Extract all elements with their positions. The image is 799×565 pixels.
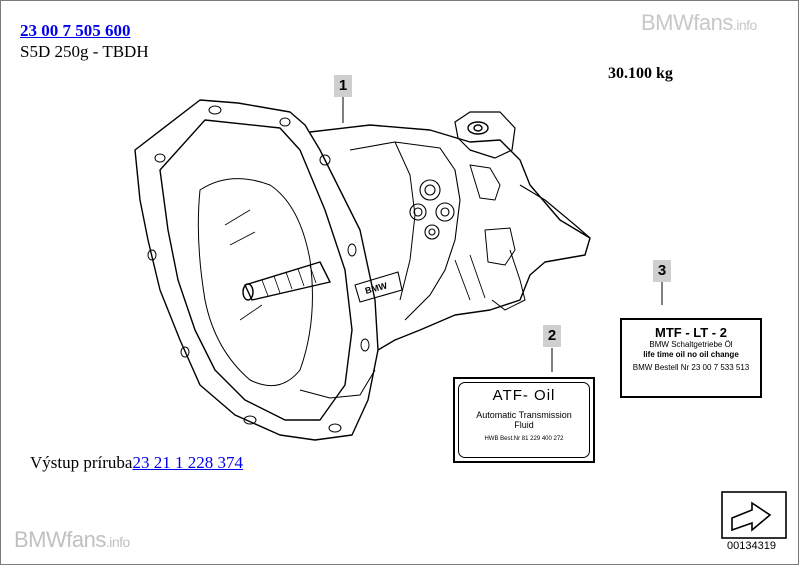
output-flange-row: Výstup príruba23 21 1 228 374 (30, 453, 243, 473)
watermark-brand: BMWfans (14, 527, 106, 552)
svg-text:BMW: BMW (364, 280, 389, 296)
arrow-symbol-icon (721, 491, 787, 539)
atf-label-line3: HWB Best.Nr 81 229 400 272 (484, 436, 564, 442)
watermark-top: BMWfans.info (641, 10, 757, 36)
atf-label-title: ATF- Oil (492, 387, 556, 404)
side-ports (409, 179, 455, 240)
flange-label: Výstup príruba (30, 453, 133, 472)
flange-part-link[interactable]: 23 21 1 228 374 (132, 453, 243, 472)
diagram-number: 00134319 (727, 540, 776, 552)
input-shaft (244, 261, 331, 301)
watermark-bottom: BMWfans.info (14, 527, 130, 553)
callout-1: 1 (334, 75, 352, 97)
watermark-brand: BMWfans (641, 10, 733, 35)
model-code: S5D 250g - TBDH (20, 42, 149, 61)
bell-housing-outline (134, 99, 379, 441)
callout-2: 2 (543, 325, 561, 347)
selector-housing (454, 111, 516, 159)
atf-label-line1: Automatic Transmission (476, 410, 572, 420)
callout-3: 3 (653, 260, 671, 282)
atf-label-inner-border (458, 382, 590, 458)
mtf-label-line1: BMW Schaltgetriebe Öl (649, 340, 733, 349)
bell-housing-inner (159, 119, 353, 421)
bmw-logo-plate (354, 271, 403, 303)
flange-bolts (147, 105, 370, 433)
watermark-suffix: .info (105, 534, 130, 550)
mtf-label-line2: life time oil no oil change (643, 350, 739, 359)
atf-label-line2: Fluid (514, 420, 534, 430)
part-number-link[interactable]: 23 00 7 505 600 (20, 21, 131, 40)
rear-extension (519, 184, 591, 239)
weight-value: 30.100 kg (608, 65, 673, 82)
mtf-label-line3: BMW Bestell Nr 23 00 7 533 513 (632, 363, 750, 372)
watermark-suffix: .info (732, 17, 757, 33)
mtf-label-title: MTF - LT - 2 (655, 325, 727, 340)
mtf-oil-label: MTF - LT - 2 BMW Schaltgetriebe Öl life … (620, 318, 762, 398)
gearbox-body (309, 124, 591, 351)
atf-oil-label: ATF- Oil Automatic Transmission Fluid HW… (453, 377, 595, 463)
